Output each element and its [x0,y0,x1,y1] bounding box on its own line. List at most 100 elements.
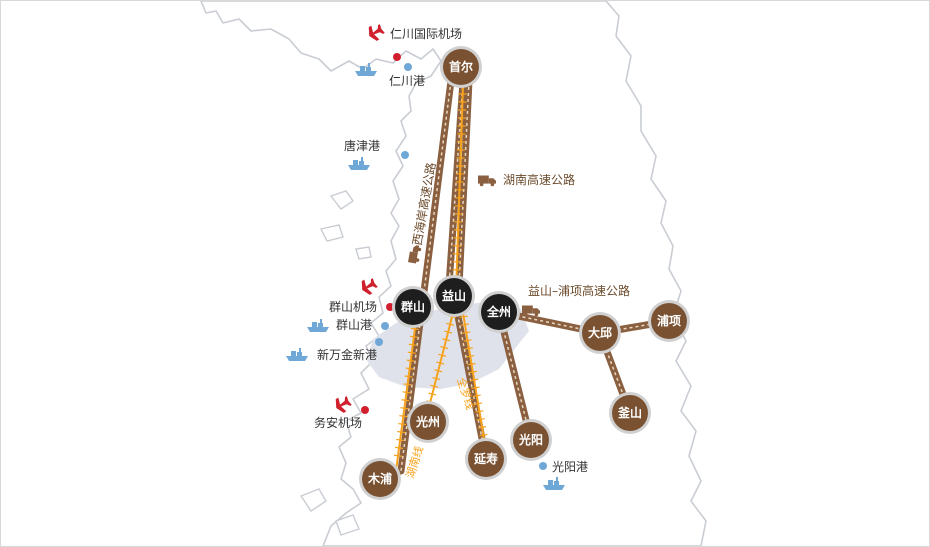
railway-honam [395,320,417,472]
railway-tie [438,353,447,357]
railway-tie [444,330,453,334]
city-label-mokpo: 木浦 [367,471,392,486]
highway-jeonju-gwangyang-dash [498,311,532,441]
city-circle [468,441,504,477]
port-label-saemangeum: 新万金新港 [317,347,377,362]
city-node-iksan[interactable]: 益山 [433,275,475,317]
city-label-gwangyang: 光阳 [518,432,543,447]
city-circle [436,278,472,314]
city-circle [651,303,687,339]
city-label-jeonju: 全州 [486,304,511,319]
city-circle [362,461,398,497]
city-node-gwangju[interactable]: 光州 [407,401,449,443]
railway-tie [407,351,416,354]
city-label-busan: 釜山 [617,405,642,420]
city-label-yeonsu: 延寿 [473,451,498,466]
airport-label-gunsan: 群山机场 [329,300,377,314]
highway-honam-a-dash [448,80,464,287]
railway-tie [466,354,475,358]
airplane-icon [326,393,354,419]
highway-honam-b-dash [458,80,470,287]
city-label-gunsan: 群山 [400,299,425,314]
city-node-daegu[interactable]: 大邱 [579,312,621,354]
railway-tie [472,394,481,397]
city-label-gwangju: 光州 [415,414,440,429]
highway-west-coast [397,77,455,475]
railway-tie [399,415,408,418]
port-dot-gwangyang [539,462,547,470]
railway-tie [395,446,404,450]
railway-tie [402,391,411,394]
airport-dot-gunsan [386,303,394,311]
port-label-incheon: 仁川港 [389,74,425,88]
railway-tie [475,410,484,413]
railway-tie [397,430,406,434]
railway-tie [406,359,415,362]
railway-tie [434,369,443,373]
railway-tie [410,327,419,331]
railway-tie [404,375,413,378]
railway-tie [471,386,480,390]
railway-tie [401,399,410,402]
city-label-pohang: 浦项 [657,313,681,328]
railway-tie [470,378,479,382]
ship-icon [286,348,308,361]
islands [299,190,372,536]
railway-tie [468,370,477,374]
railway-tie [430,384,439,388]
railway-jeolla [460,300,487,452]
railway-tie [477,426,487,429]
railway-tie [400,407,409,410]
railway-tie [446,322,455,326]
railway-tie [398,422,407,426]
airport-label-incheon: 仁川国际机场 [390,27,462,41]
port-label-dangjin: 唐津港 [344,138,380,153]
railway-tie [405,367,414,370]
city-circle [443,49,479,85]
airport-dot-incheon [393,53,401,61]
railway-tie [476,418,485,421]
airplane-icon [352,275,380,301]
airport-label-muan: 务安机场 [314,415,362,430]
city-label-daegu: 大邱 [588,325,612,340]
railway-tie [432,376,441,381]
city-node-jeonju[interactable]: 全州 [478,291,520,333]
railway-tie [463,339,472,342]
city-node-pohang[interactable]: 浦项 [648,300,690,342]
city-node-gwangyang[interactable]: 光阳 [510,419,552,461]
railway-gyeongbu [455,85,464,292]
city-node-gunsan[interactable]: 群山 [392,286,434,328]
railway-tie [436,361,445,365]
railway-tie [409,335,418,338]
railway-tie [440,345,449,350]
port-dot-gunsan [381,322,389,330]
railway-tie [462,331,471,334]
highway-label-honam: 湖南高速公路 [503,172,575,187]
port-dot-saemangeum [375,338,383,346]
ship-icon [307,319,329,332]
railway-tie [464,347,473,350]
port-label-gunsan: 群山港 [336,318,372,332]
railway-tie [479,433,488,437]
railway-tie [442,338,451,342]
railway-tie [428,392,437,396]
city-node-mokpo[interactable]: 木浦 [359,458,401,500]
port-dot-dangjin [401,151,409,159]
railway-iksan-gwangju [427,300,457,412]
railway-tie [459,315,468,319]
railway-tie [474,402,483,405]
city-circle [513,422,549,458]
city-circle [582,315,618,351]
city-node-seoul[interactable]: 首尔 [440,46,482,88]
railway-tie [396,438,405,442]
city-node-yeonsu[interactable]: 延寿 [465,438,507,480]
city-label-iksan: 益山 [442,288,466,303]
port-dot-incheon [404,63,412,71]
city-circle [395,289,431,325]
city-label-seoul: 首尔 [449,59,473,74]
airport-dot-muan [361,406,369,414]
city-node-busan[interactable]: 釜山 [609,392,651,434]
